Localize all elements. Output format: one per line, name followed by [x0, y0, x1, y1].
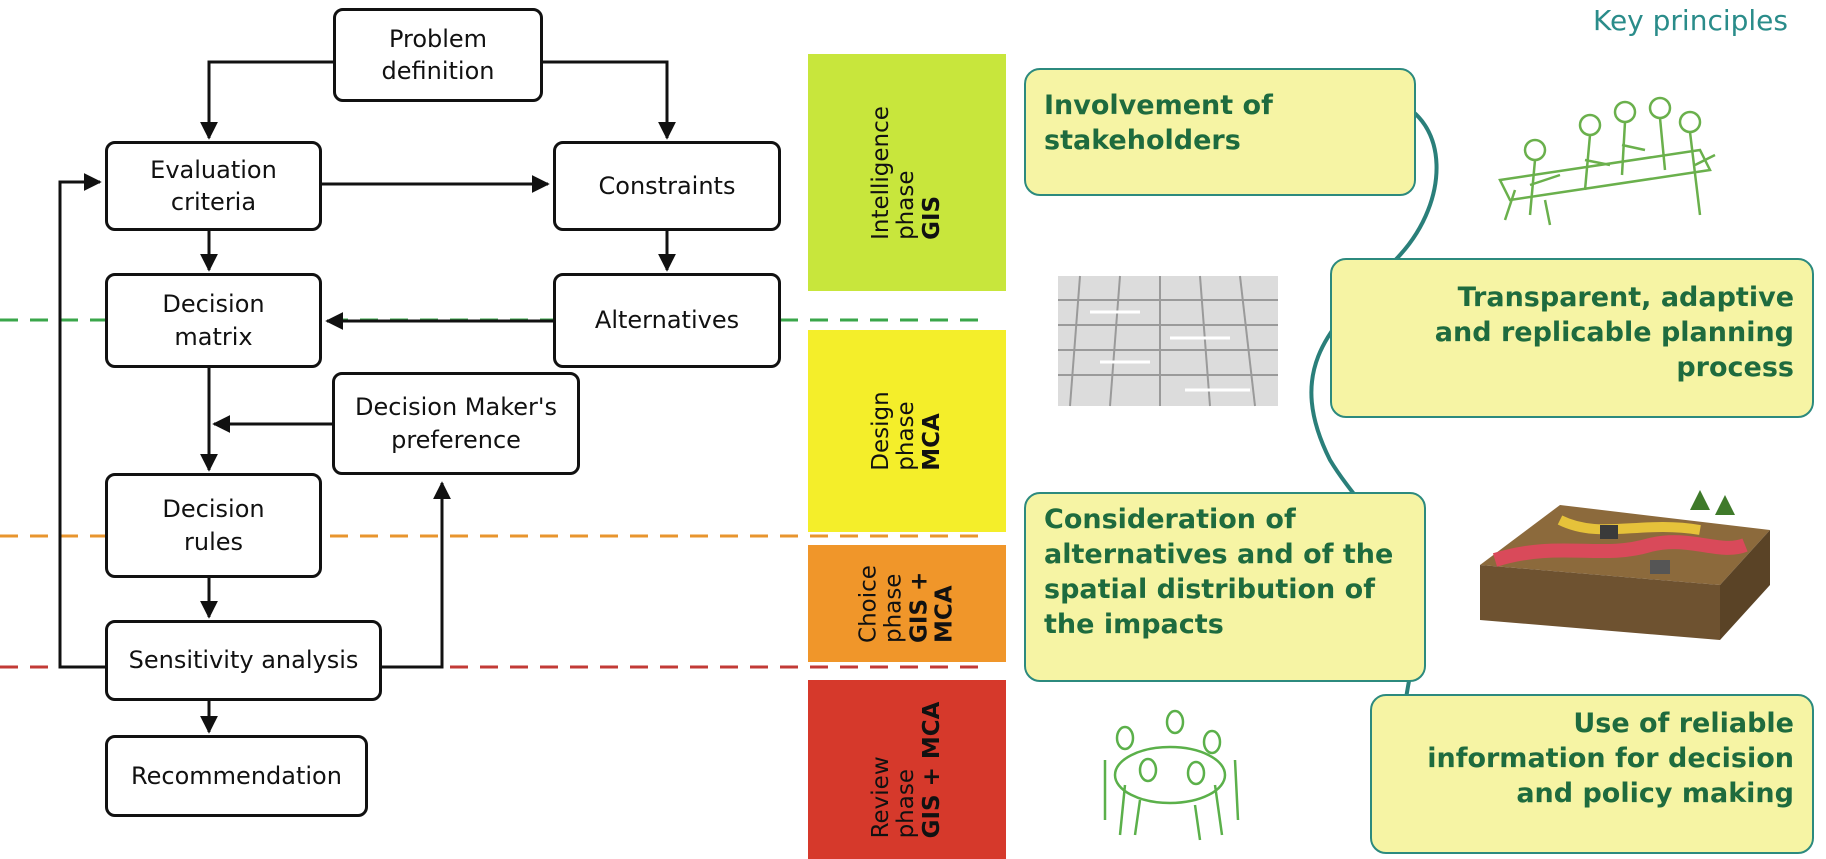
phase-choice: Choice phase GIS + MCA [808, 545, 1006, 662]
recommendation-box: Recommendation [105, 735, 368, 817]
principle-alternatives-impacts: Consideration of alternatives and of the… [1024, 492, 1426, 682]
phase-intelligence: Intelligence phase GIS [808, 54, 1006, 291]
key-principles-title: Key principles [1592, 4, 1788, 37]
phase-intelligence-name: Intelligence phase [868, 105, 920, 240]
phase-design-name: Design phase [868, 391, 920, 471]
sensitivity-analysis-box: Sensitivity analysis [105, 620, 382, 701]
phase-intelligence-label: Intelligence phase GIS [868, 105, 945, 240]
evaluation-criteria-box: Evaluation criteria [105, 141, 322, 231]
phase-design: Design phase MCA [808, 330, 1006, 532]
decision-maker-preference-box: Decision Maker's preference [332, 372, 580, 475]
decision-rules-box: Decision rules [105, 473, 322, 578]
phase-review-label: Review phase GIS + MCA [868, 701, 945, 838]
3d-terrain-map [1480, 490, 1770, 640]
phase-design-label: Design phase MCA [868, 391, 945, 471]
phase-intelligence-tool: GIS [918, 195, 945, 240]
decision-matrix-box: Decision matrix [105, 273, 322, 368]
principle-reliable-information: Use of reliable information for decision… [1370, 694, 1814, 854]
phase-review: Review phase GIS + MCA [808, 680, 1006, 859]
principle-stakeholders: Involvement of stakeholders [1024, 68, 1416, 196]
principle-transparent-process: Transparent, adaptive and replicable pla… [1330, 258, 1814, 418]
phase-review-name: Review phase [868, 755, 920, 838]
maze-image [1058, 275, 1278, 407]
phase-choice-name: Choice phase [855, 564, 907, 643]
constraints-box: Constraints [553, 141, 781, 231]
alternatives-box: Alternatives [553, 273, 781, 368]
problem-definition-box: Problem definition [333, 8, 543, 102]
phase-choice-label: Choice phase GIS + MCA [855, 564, 958, 643]
round-table-sketch [1103, 709, 1240, 841]
phase-design-tool: MCA [918, 413, 945, 471]
phase-review-tool: GIS + MCA [918, 701, 945, 838]
phase-choice-tool: GIS + MCA [906, 571, 958, 643]
flowchart-arrows [58, 60, 676, 734]
people-meeting-sketch [1498, 96, 1716, 226]
